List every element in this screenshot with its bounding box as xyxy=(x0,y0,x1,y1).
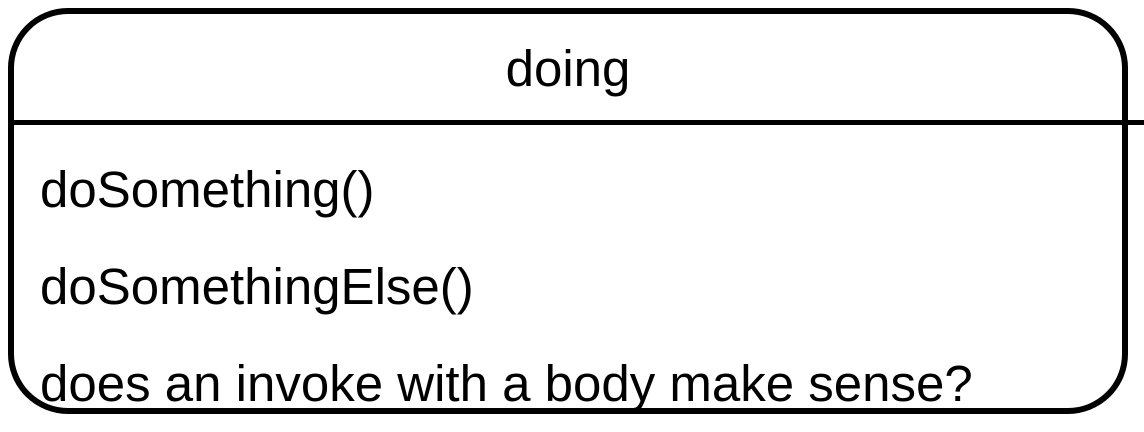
action-line: doSomething() xyxy=(40,161,375,218)
state-name: doing xyxy=(505,39,631,97)
state-box: doing doSomething() doSomethingElse() do… xyxy=(8,8,1144,414)
action-line: does an invoke with a body make sense? xyxy=(40,355,973,412)
action-line: doSomethingElse() xyxy=(40,258,474,315)
state-actions: doSomething() doSomethingElse() does an … xyxy=(40,141,1120,432)
compartment-divider xyxy=(8,120,1144,125)
